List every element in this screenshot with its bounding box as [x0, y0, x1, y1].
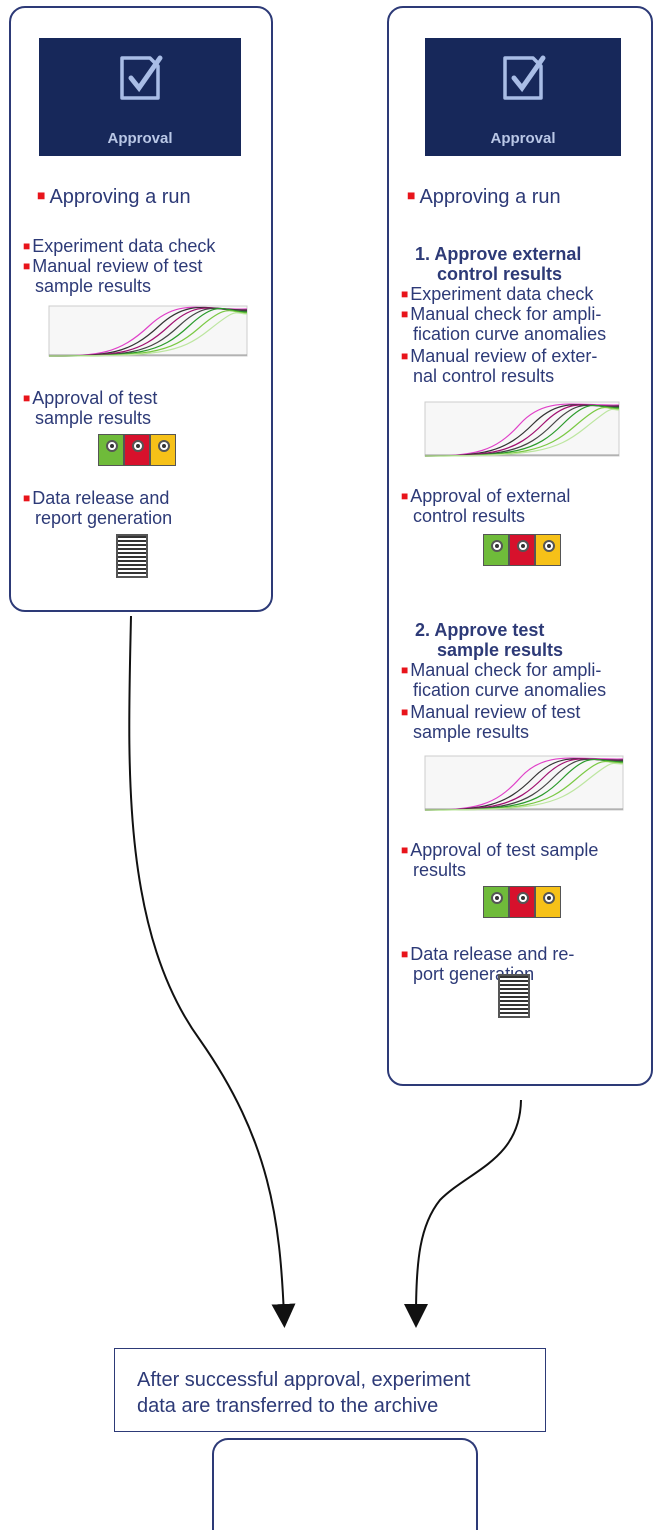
left-heading: ■Approving a run	[37, 186, 191, 208]
step2-item-curve-check: ■Manual check for ampli-fication curve a…	[401, 660, 607, 700]
amplification-curve-chart	[424, 755, 624, 811]
flag-rejected-icon	[509, 534, 535, 566]
amplification-curve-chart	[48, 305, 248, 357]
approval-status-flags	[98, 434, 176, 466]
approval-tile[interactable]: Approval	[425, 38, 621, 156]
flag-rejected-icon	[509, 886, 535, 918]
flag-pending-icon	[535, 534, 561, 566]
amplification-curve-chart	[424, 401, 620, 457]
archive-panel-visible	[212, 1438, 478, 1530]
flag-rejected-icon	[124, 434, 150, 466]
left-item-data-check: ■Experiment data check	[23, 236, 216, 256]
report-document-icon	[116, 534, 148, 578]
step1-item-curve-check: ■Manual check for ampli-fication curve a…	[401, 304, 607, 344]
flag-pending-icon	[150, 434, 176, 466]
step1-item-data-check: ■Experiment data check	[401, 284, 594, 304]
flag-accepted-icon	[483, 534, 509, 566]
approval-check-icon	[120, 55, 163, 100]
approval-check-icon	[503, 55, 546, 100]
right-approval-panel: Approval ■Approving a run 1. Approve ext…	[387, 6, 653, 1086]
left-approval-panel: Approval ■Approving a run ■Experiment da…	[9, 6, 273, 612]
step1-item-review: ■Manual review of exter-nal control resu…	[401, 346, 598, 386]
flag-accepted-icon	[483, 886, 509, 918]
approval-tile[interactable]: Approval	[39, 38, 241, 156]
right-heading: ■Approving a run	[407, 186, 561, 208]
report-document-icon	[498, 974, 530, 1018]
tile-label: Approval	[490, 130, 556, 147]
flag-accepted-icon	[98, 434, 124, 466]
approval-status-flags	[483, 886, 561, 918]
flag-pending-icon	[535, 886, 561, 918]
approval-status-flags	[483, 534, 561, 566]
tile-label: Approval	[107, 130, 173, 147]
